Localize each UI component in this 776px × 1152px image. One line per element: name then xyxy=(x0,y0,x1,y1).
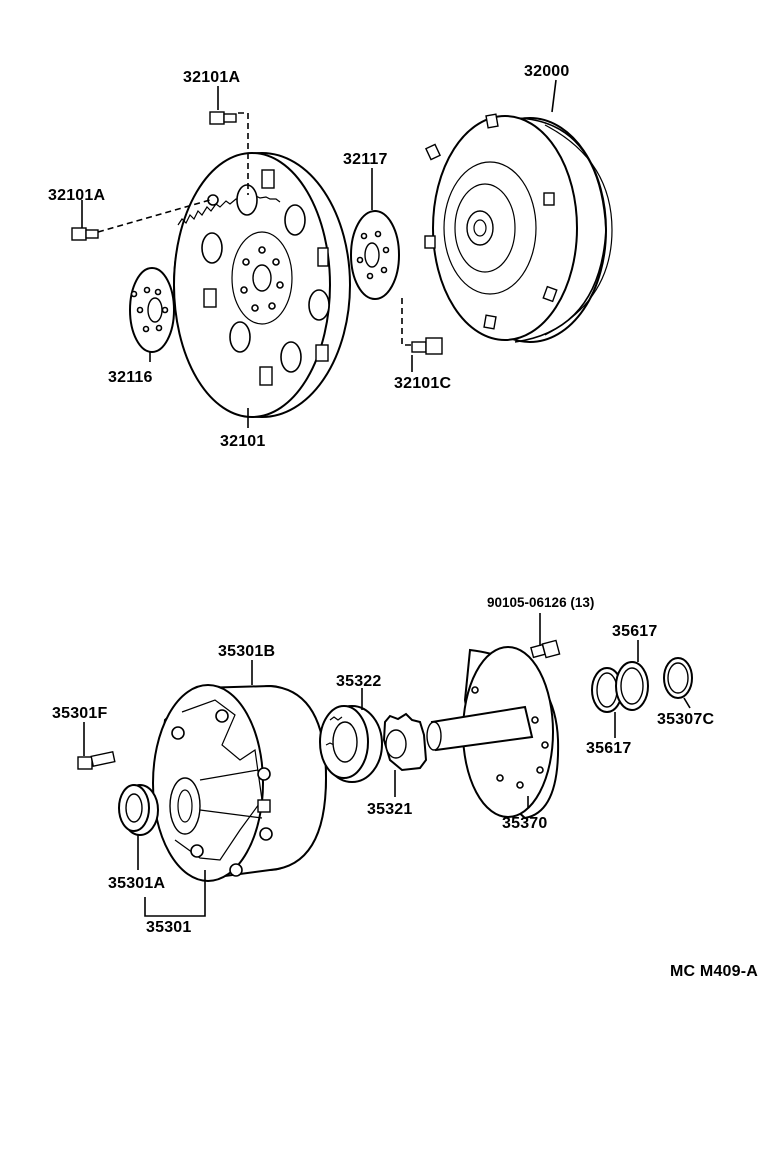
bolt-32101A-left xyxy=(71,227,99,241)
label-32101A-top: 32101A xyxy=(183,69,240,86)
seal-ring-35617-b xyxy=(615,661,649,711)
label-35322: 35322 xyxy=(336,673,382,690)
drive-plate-32101 xyxy=(173,152,351,418)
label-32101: 32101 xyxy=(220,433,266,450)
label-35301: 35301 xyxy=(146,919,192,936)
label-32117: 32117 xyxy=(343,151,388,168)
bolt-35301F xyxy=(77,750,116,770)
label-35370: 35370 xyxy=(502,815,548,832)
label-35617-bottom: 35617 xyxy=(586,740,632,757)
bolt-32101C xyxy=(411,337,443,355)
o-ring-35307C xyxy=(663,657,693,699)
label-32101C: 32101C xyxy=(394,375,451,392)
assembly-line-32101C xyxy=(401,298,412,346)
diagram-code: MC M409-A xyxy=(670,963,758,980)
spacer-plate-32117 xyxy=(350,210,400,300)
torque-converter-32000 xyxy=(424,113,613,343)
driven-gear-35322 xyxy=(319,705,383,783)
label-32101A-left: 32101A xyxy=(48,187,105,204)
spacer-plate-32116 xyxy=(129,267,175,353)
stator-shaft-35370 xyxy=(426,646,560,820)
label-35301F: 35301F xyxy=(52,705,107,722)
drive-gear-35321 xyxy=(382,712,428,772)
label-32116: 32116 xyxy=(108,369,153,386)
label-35301A: 35301A xyxy=(108,875,165,892)
bolt-90105-06126 xyxy=(530,639,561,659)
label-32000: 32000 xyxy=(524,63,570,80)
bolt-32101A-top xyxy=(209,111,237,125)
label-35617-top: 35617 xyxy=(612,623,658,640)
label-35301B: 35301B xyxy=(218,643,275,660)
label-35307C: 35307C xyxy=(657,711,714,728)
oil-seal-35301A xyxy=(118,784,159,836)
oil-pump-body-35301B xyxy=(152,684,328,882)
label-90105-06126: 90105-06126 (13) xyxy=(487,595,594,610)
label-35321: 35321 xyxy=(367,801,413,818)
seal-ring-35617-a xyxy=(591,667,623,713)
assembly-line-top-bolt xyxy=(238,112,249,195)
